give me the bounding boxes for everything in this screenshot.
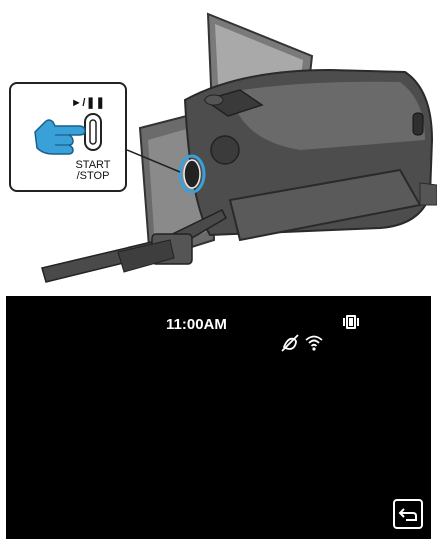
back-button[interactable]	[393, 499, 423, 529]
gps-off-icon	[281, 334, 299, 352]
start-stop-label: START /STOP	[70, 160, 116, 182]
camcorder-illustration	[41, 12, 437, 283]
status-icons	[281, 334, 323, 352]
lcd-screen: 11:00AM	[6, 296, 431, 539]
camera-stand-icon	[343, 315, 359, 329]
clock-display: 11:00AM	[166, 316, 227, 333]
start-label-line1: START	[75, 159, 111, 171]
start-stop-callout: ►/❚❚ START /STOP	[9, 82, 127, 192]
pointing-hand-icon	[34, 113, 102, 155]
back-icon	[398, 508, 417, 521]
play-pause-label: ►/❚❚	[71, 97, 106, 109]
wifi-icon	[305, 335, 323, 351]
start-label-line2: /STOP	[76, 170, 110, 182]
